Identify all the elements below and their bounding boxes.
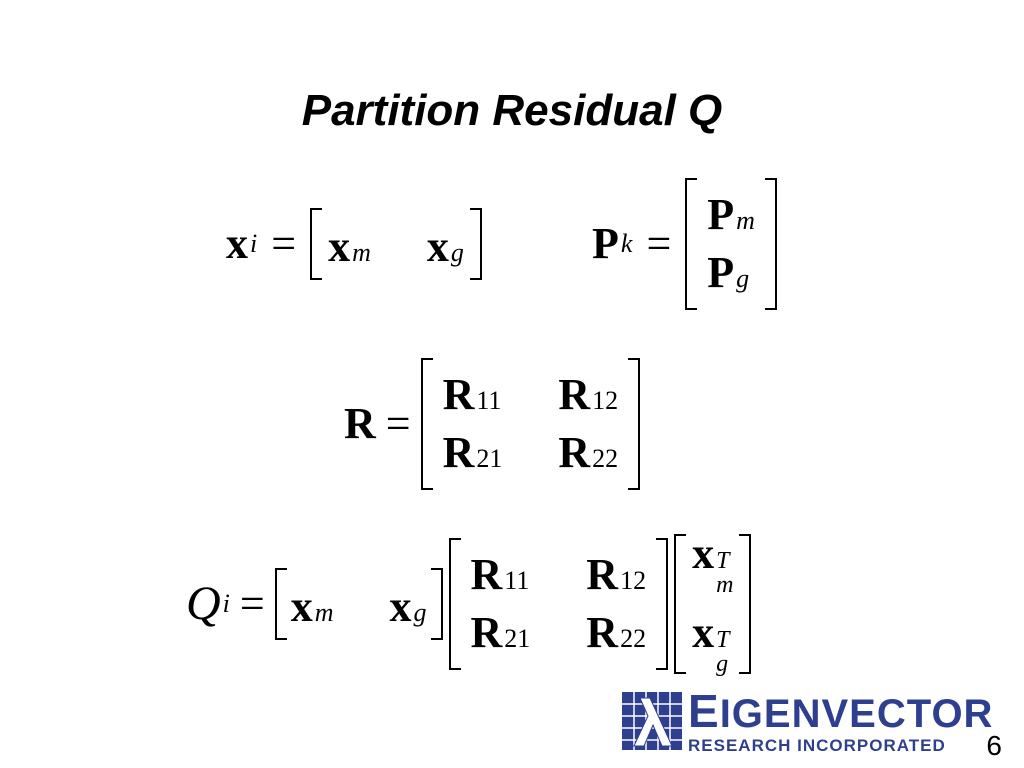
eigenvector-logo: EIGENVECTOR RESEARCH INCORPORATED (622, 688, 992, 754)
eq3-r12: R (558, 370, 591, 419)
eq4-xg-sub: g (413, 598, 427, 627)
eq1-elem1-sub: m (352, 238, 371, 267)
slide-title: Partition Residual Q (301, 86, 723, 135)
eq3-r21-sub: 21 (476, 444, 503, 473)
lambda-grid-icon (622, 692, 682, 750)
eq4-r11: R (470, 550, 503, 599)
eq1-elem2: x (426, 222, 449, 271)
eq4-r12-sub: 12 (620, 566, 647, 595)
eq4-lhs: Q (186, 577, 221, 630)
eq2-elem2: P (707, 248, 735, 297)
eq1-lhs: x (226, 219, 248, 268)
eq4-r11-sub: 11 (504, 566, 530, 595)
eq4-xg-transpose-sup: T (716, 627, 730, 653)
eq2-lhs: P (592, 219, 619, 268)
eq2-elem2-sub: g (736, 264, 750, 293)
eq4-xg: x (389, 582, 412, 631)
eq3-r21: R (442, 428, 475, 477)
eq3-r22: R (558, 428, 591, 477)
page-number: 6 (986, 730, 1002, 761)
eq4-xm-transpose: x (692, 529, 715, 578)
eq4-lhs-sub: i (222, 589, 230, 618)
eq3-r22-sub: 22 (592, 444, 619, 473)
eq2-elem1-sub: m (736, 206, 755, 235)
eq1-elem2-sub: g (450, 238, 464, 267)
eq2-equals: = (646, 219, 672, 268)
eq3-lhs: R (344, 399, 376, 448)
logo-wordmark: EIGENVECTOR (688, 685, 994, 737)
eq4-r22-sub: 22 (620, 624, 647, 653)
eq4-r21: R (470, 608, 503, 657)
eq4-xg-transpose: x (692, 608, 715, 657)
eq4-r12: R (586, 550, 619, 599)
eq2-elem1: P (707, 190, 735, 239)
eq2-lhs-sub: k (620, 229, 633, 258)
eq4-xg-transpose-sub: g (716, 651, 729, 677)
eq4-equals: = (239, 579, 265, 628)
eq4-xm: x (290, 582, 313, 631)
eq4-xm-transpose-sub: m (716, 572, 734, 598)
logo-tagline: RESEARCH INCORPORATED (688, 736, 946, 755)
eq1-lhs-sub: i (250, 229, 258, 258)
eq3-r11-sub: 11 (476, 386, 502, 415)
eq4-xm-transpose-sup: T (716, 548, 730, 574)
eq3-r12-sub: 12 (592, 386, 619, 415)
eq1-elem1: x (328, 222, 351, 271)
eq3-r11: R (442, 370, 475, 419)
eq4-xm-sub: m (314, 598, 334, 627)
eq4-r21-sub: 21 (504, 624, 531, 653)
eq1-equals: = (271, 219, 297, 268)
eq4-r22: R (586, 608, 619, 657)
eq3-equals: = (385, 399, 411, 448)
